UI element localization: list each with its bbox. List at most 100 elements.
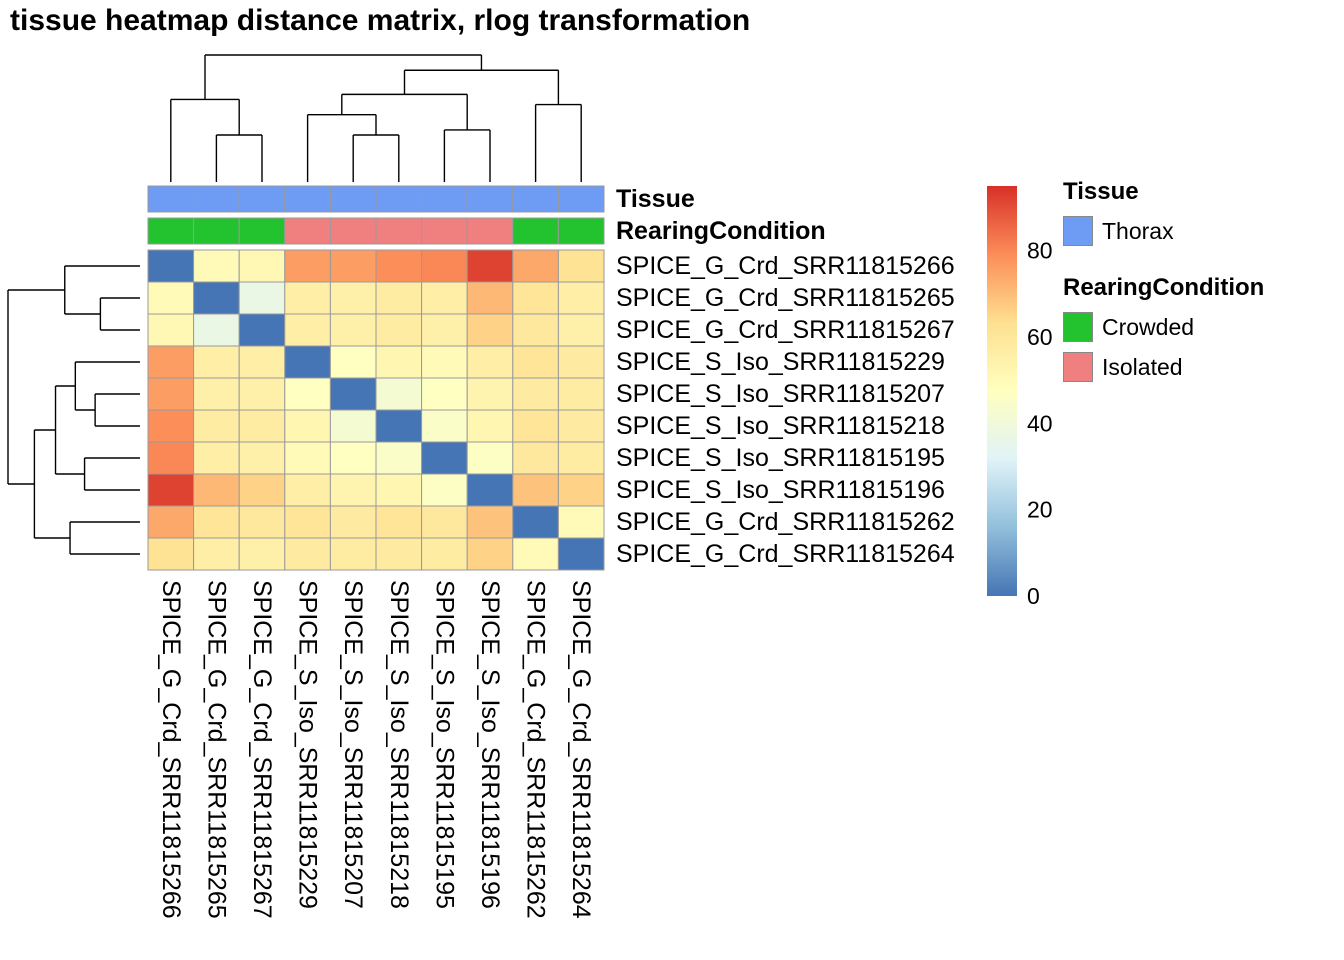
- heatmap-cell: [512, 473, 559, 507]
- heatmap-cell: [329, 281, 377, 315]
- heatmap-cell: [147, 249, 195, 283]
- heatmap-cell: [421, 281, 468, 315]
- annotation-track-label: RearingCondition: [616, 217, 826, 245]
- heatmap-cell: [147, 473, 195, 507]
- heatmap-cell: [375, 249, 423, 283]
- row-label: SPICE_S_Iso_SRR11815218: [616, 412, 945, 440]
- annotation-cell: [466, 217, 514, 245]
- row-label: SPICE_S_Iso_SRR11815229: [616, 348, 945, 376]
- annotation-cell: [421, 185, 468, 213]
- heatmap-cell: [329, 345, 377, 379]
- annotation-cell: [557, 217, 605, 245]
- heatmap-cell: [329, 409, 377, 443]
- thorax-label: Thorax: [1102, 217, 1174, 244]
- legend-item-thorax: Thorax: [1063, 216, 1343, 246]
- heatmap-cell: [329, 441, 377, 475]
- heatmap-cell: [466, 473, 514, 507]
- row-label: SPICE_G_Crd_SRR11815266: [616, 252, 955, 280]
- legend-tissue-title: Tissue: [1063, 178, 1139, 205]
- row-label: SPICE_G_Crd_SRR11815262: [616, 508, 955, 536]
- heatmap-cell: [284, 441, 331, 475]
- column-label: SPICE_S_Iso_SRR11815195: [430, 580, 458, 909]
- heatmap-cell: [512, 249, 559, 283]
- heatmap-cell: [557, 537, 605, 571]
- heatmap-cell: [466, 441, 514, 475]
- heatmap-cell: [238, 537, 286, 571]
- heatmap-cell: [512, 505, 559, 539]
- colorbar-tick-label: 40: [1027, 410, 1053, 436]
- heatmap-cell: [193, 313, 240, 347]
- heatmap-cell: [512, 537, 559, 571]
- annotation-cell: [193, 217, 240, 245]
- heatmap-cell: [512, 313, 559, 347]
- heatmap-cell: [284, 537, 331, 571]
- heatmap-cell: [557, 313, 605, 347]
- heatmap-cell: [512, 281, 559, 315]
- heatmap-cell: [466, 345, 514, 379]
- colorbar-tick-label: 0: [1027, 583, 1040, 609]
- annotation-cell: [238, 217, 286, 245]
- heatmap-cell: [329, 249, 377, 283]
- heatmap-cell: [147, 505, 195, 539]
- annotation-cell: [512, 217, 559, 245]
- column-labels: SPICE_G_Crd_SRR11815266 SPICE_G_Crd_SRR11…: [157, 580, 595, 919]
- column-label: SPICE_S_Iso_SRR11815218: [385, 580, 413, 909]
- legend-item-crowded: Crowded: [1063, 312, 1343, 342]
- heatmap-cell: [557, 345, 605, 379]
- row-label: SPICE_G_Crd_SRR11815265: [616, 284, 955, 312]
- heatmap-cell: [238, 377, 286, 411]
- heatmap-cell: [375, 345, 423, 379]
- heatmap-cell: [147, 377, 195, 411]
- column-label: SPICE_S_Iso_SRR11815196: [476, 580, 504, 909]
- isolated-label: Isolated: [1102, 353, 1183, 380]
- heatmap-cell: [557, 409, 605, 443]
- column-label: SPICE_G_Crd_SRR11815262: [522, 580, 550, 919]
- dendrograms: [7, 54, 582, 555]
- heatmap-cell: [466, 377, 514, 411]
- heatmap-cell: [193, 441, 240, 475]
- heatmap-cell: [375, 505, 423, 539]
- colorbar-gradient: [987, 186, 1017, 596]
- annotation-cell: [421, 217, 468, 245]
- row-labels: SPICE_G_Crd_SRR11815266SPICE_G_Crd_SRR11…: [616, 252, 955, 568]
- heatmap-cell: [421, 505, 468, 539]
- column-label: SPICE_G_Crd_SRR11815266: [157, 580, 185, 919]
- column-label: SPICE_G_Crd_SRR11815264: [567, 580, 595, 919]
- row-label: SPICE_S_Iso_SRR11815196: [616, 476, 945, 504]
- heatmap-cell: [147, 409, 195, 443]
- heatmap-cell: [557, 249, 605, 283]
- heatmap-cell: [284, 473, 331, 507]
- heatmap-cell: [284, 345, 331, 379]
- heatmap-cell: [238, 441, 286, 475]
- heatmap-cell: [147, 281, 195, 315]
- annotation-cell: [329, 217, 377, 245]
- heatmap-cell: [193, 537, 240, 571]
- heatmap-cell: [193, 505, 240, 539]
- annotation-cell: [375, 185, 423, 213]
- heatmap-cell: [421, 441, 468, 475]
- heatmap-cell: [512, 377, 559, 411]
- heatmap-cell: [375, 281, 423, 315]
- thorax-color-swatch: [1063, 216, 1093, 246]
- heatmap-cell: [329, 377, 377, 411]
- heatmap-cell: [557, 473, 605, 507]
- column-label: SPICE_G_Crd_SRR11815267: [248, 580, 276, 919]
- heatmap-cell: [193, 249, 240, 283]
- annotation-cell: [512, 185, 559, 213]
- heatmap-cell: [421, 473, 468, 507]
- heatmap-cell: [284, 377, 331, 411]
- crowded-label: Crowded: [1102, 313, 1195, 340]
- chart-title: tissue heatmap distance matrix, rlog tra…: [10, 4, 751, 37]
- heatmap-cell: [375, 377, 423, 411]
- heatmap-cell: [466, 313, 514, 347]
- heatmap-cell: [329, 313, 377, 347]
- legend-panel: Tissue Thorax RearingCondition Crowded I…: [1063, 178, 1343, 392]
- legend-item-isolated: Isolated: [1063, 352, 1343, 382]
- annotation-cell: [466, 185, 514, 213]
- heatmap-cell: [421, 249, 468, 283]
- row-label: SPICE_G_Crd_SRR11815264: [616, 540, 955, 568]
- annotation-cell: [147, 185, 195, 213]
